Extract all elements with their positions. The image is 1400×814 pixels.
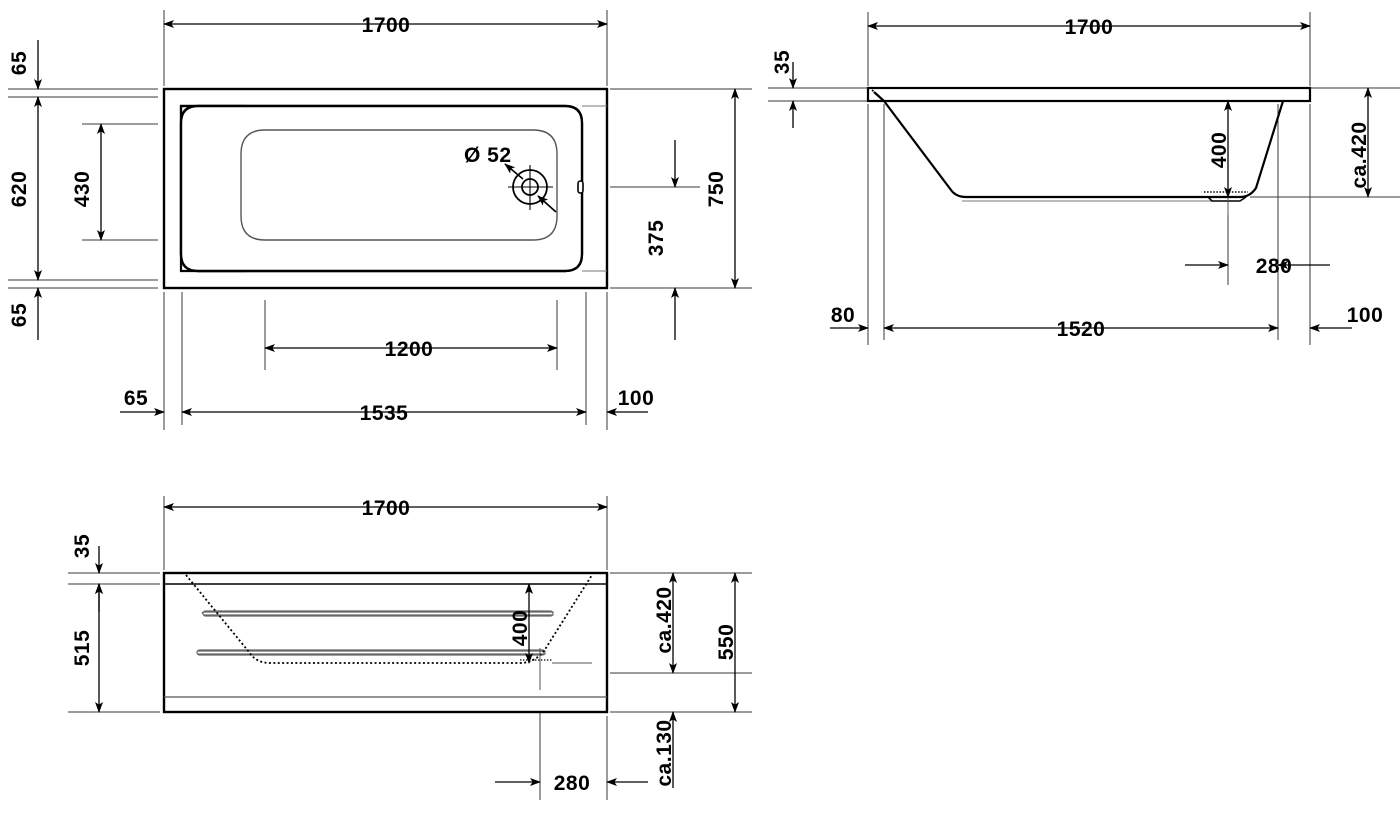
dim-label-375: 375 — [645, 220, 668, 257]
dim-label-ca420-front: ca.420 — [653, 586, 676, 653]
tub-inner-profile-right — [1215, 100, 1285, 199]
tub-rim-section — [866, 86, 1312, 103]
view-top-plan — [8, 10, 752, 430]
dim-label-ca130-front: ca.130 — [653, 719, 676, 786]
overflow-slot-icon — [577, 180, 584, 194]
dim-label-620: 620 — [8, 171, 31, 208]
callout-label-diameter-52: Ø 52 — [464, 144, 512, 167]
panel-grooves — [197, 611, 554, 655]
view-front-elevation — [68, 496, 752, 800]
dim-label-35-side: 35 — [771, 50, 794, 74]
dim-label-280-front: 280 — [554, 772, 591, 795]
dim-label-550-front: 550 — [715, 624, 738, 661]
dim-label-1700-top: 1700 — [362, 14, 411, 37]
drain-outer-circle — [512, 169, 548, 205]
drain-inner-circle — [521, 178, 539, 196]
bathing-area-top — [240, 129, 558, 241]
drain-detail-top — [508, 165, 553, 210]
dim-label-1700-front: 1700 — [362, 497, 411, 520]
dim-label-100-side: 100 — [1347, 304, 1384, 327]
tub-inner-profile-left — [873, 91, 1215, 199]
dim-label-280-side: 280 — [1256, 255, 1293, 278]
dim-label-35-front: 35 — [71, 534, 94, 558]
dim-label-430: 430 — [71, 171, 94, 208]
dim-label-ca420-side: ca.420 — [1348, 121, 1371, 188]
view-side-section — [768, 12, 1400, 345]
dim-label-400-front: 400 — [509, 610, 532, 647]
tub-outline-top — [162, 87, 609, 290]
dim-label-80-side: 80 — [831, 304, 855, 327]
dim-label-1700-side: 1700 — [1065, 16, 1114, 39]
dim-label-1520-side: 1520 — [1057, 318, 1106, 341]
dim-label-65-left: 65 — [124, 387, 148, 410]
dim-label-65-top: 65 — [8, 51, 31, 75]
dim-label-1535: 1535 — [360, 402, 409, 425]
dim-label-750: 750 — [705, 171, 728, 208]
tub-front-outline — [162, 571, 609, 714]
dim-label-65-bottom: 65 — [8, 303, 31, 327]
dim-label-400-side: 400 — [1208, 132, 1231, 169]
dim-label-100-right: 100 — [618, 387, 655, 410]
diameter-leader — [504, 163, 557, 213]
dim-label-1200: 1200 — [385, 338, 434, 361]
dim-label-515-front: 515 — [71, 630, 94, 667]
